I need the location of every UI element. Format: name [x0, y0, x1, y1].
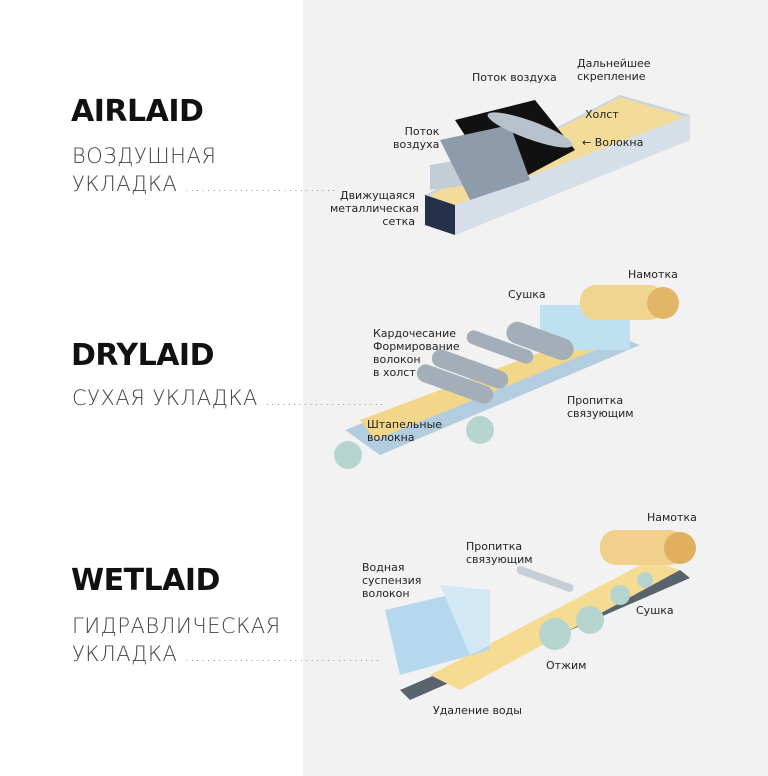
subtitle-line: ГИДРАВЛИЧЕСКАЯ: [72, 614, 281, 638]
label-drying: Сушка: [636, 604, 674, 617]
airlaid-machine: [425, 95, 690, 235]
label-pressing: Отжим: [546, 659, 587, 672]
airlaid-subtitle: ВОЗДУШНАЯ УКЛАДКА ......................…: [72, 142, 337, 201]
label-web: Холст: [585, 108, 619, 121]
subtitle-line: УКЛАДКА ............................: [72, 172, 338, 196]
wetlaid-title: WETLAID: [71, 563, 220, 598]
leader-dots: ....................................: [184, 649, 381, 665]
leader-dots: ............................: [184, 179, 338, 195]
drylaid-title: DRYLAID: [71, 338, 214, 373]
subtitle-line: УКЛАДКА ................................…: [72, 642, 381, 666]
wetlaid-subtitle: ГИДРАВЛИЧЕСКАЯ УКЛАДКА .................…: [72, 612, 381, 671]
label-drying: Сушка: [508, 288, 546, 301]
label-winding: Намотка: [647, 511, 697, 524]
subtitle-line: ВОЗДУШНАЯ: [72, 144, 217, 168]
label-airflow-top: Поток воздуха: [472, 71, 557, 84]
airlaid-title: AIRLAID: [71, 94, 204, 129]
drylaid-subtitle: СУХАЯ УКЛАДКА ......................: [72, 386, 385, 410]
label-dewatering: Удаление воды: [433, 704, 522, 717]
drylaid-machine: [334, 285, 679, 469]
leader-dots: ......................: [265, 393, 385, 409]
wetlaid-machine: [385, 530, 696, 700]
label-fibers: ← Волокна: [582, 136, 644, 149]
label-winding: Намотка: [628, 268, 678, 281]
